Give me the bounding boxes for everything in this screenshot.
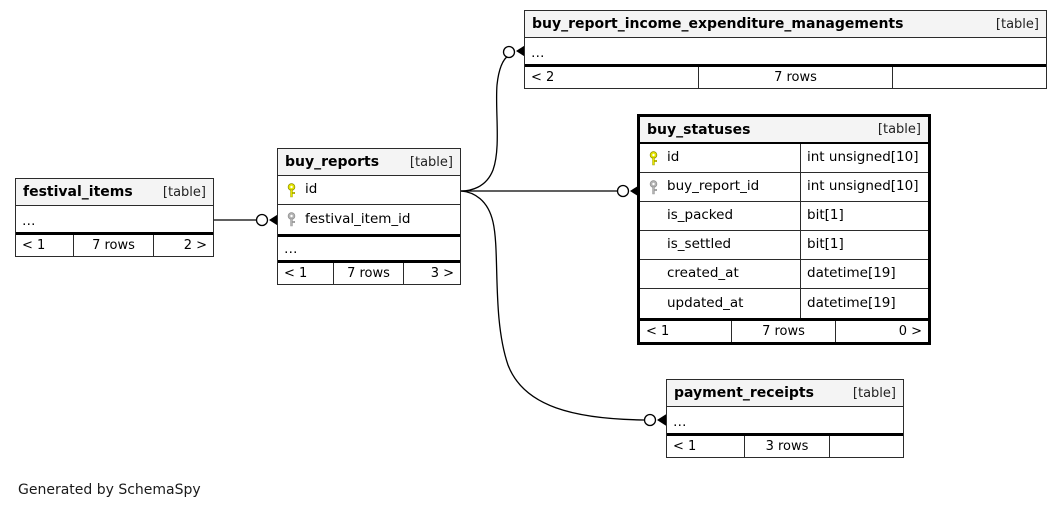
footer-row-count: 7 rows: [732, 321, 836, 342]
table-kind-label: [table]: [409, 154, 453, 170]
table-title: buy_statuses: [647, 121, 751, 138]
table-footer: < 1 7 rows 2 >: [16, 232, 213, 256]
column-name: is_settled: [667, 236, 732, 253]
column-type: int unsigned[10]: [800, 173, 928, 201]
table-festival-items[interactable]: festival_items [table] … < 1 7 rows 2 >: [15, 178, 214, 257]
footer-parents-count: < 1: [667, 436, 745, 457]
table-kind-label: [table]: [852, 385, 896, 401]
column-row[interactable]: is_packed bit[1]: [640, 202, 928, 231]
generated-by-credit: Generated by SchemaSpy: [18, 482, 201, 498]
table-payment-receipts[interactable]: payment_receipts [table] … < 1 3 rows: [666, 379, 904, 458]
primary-key-icon: [647, 150, 660, 166]
column-name-cell: festival_item_id: [278, 205, 460, 234]
footer-children-count: [830, 436, 903, 457]
column-name-cell: buy_report_id: [640, 173, 800, 201]
hidden-columns-ellipsis: …: [525, 38, 1046, 64]
column-name: id: [305, 181, 318, 198]
column-name-cell: id: [278, 176, 460, 204]
table-header: festival_items [table]: [16, 179, 213, 206]
column-row[interactable]: id: [278, 176, 460, 205]
edge-buy-reports-income-expenditure: [460, 53, 512, 192]
column-name: festival_item_id: [305, 210, 411, 227]
table-buy-statuses[interactable]: buy_statuses [table] id int unsi: [637, 114, 931, 345]
foreign-key-icon: [647, 179, 660, 195]
footer-row-count: 7 rows: [334, 263, 404, 284]
table-columns: id festival_item_id: [278, 176, 460, 234]
column-type: datetime[19]: [800, 289, 928, 318]
table-buy-reports[interactable]: buy_reports [table] id: [277, 148, 461, 285]
table-title: buy_report_income_expenditure_management…: [532, 16, 904, 32]
table-header: payment_receipts [table]: [667, 380, 903, 407]
table-title: festival_items: [23, 184, 133, 200]
footer-children-count: 3 >: [430, 266, 454, 281]
table-title: payment_receipts: [674, 385, 814, 401]
primary-key-icon: [285, 182, 298, 198]
column-row[interactable]: buy_report_id int unsigned[10]: [640, 173, 928, 202]
column-name: buy_report_id: [667, 178, 760, 195]
table-footer: < 1 7 rows 3 >: [278, 260, 460, 284]
table-footer: < 2 7 rows: [525, 64, 1046, 88]
table-buy-report-income-expenditure-managements[interactable]: buy_report_income_expenditure_management…: [524, 10, 1047, 89]
footer-row-count: 7 rows: [699, 67, 893, 88]
column-row[interactable]: updated_at datetime[19]: [640, 289, 928, 318]
footer-children-count: [893, 67, 1046, 88]
foreign-key-icon: [285, 212, 298, 227]
footer-row-count: 7 rows: [74, 235, 154, 256]
table-header: buy_report_income_expenditure_management…: [525, 11, 1046, 38]
footer-children-count: 0 >: [898, 324, 922, 339]
column-name-cell: id: [640, 144, 800, 172]
hidden-columns-ellipsis: …: [278, 234, 460, 260]
table-header: buy_statuses [table]: [640, 117, 928, 144]
column-type: datetime[19]: [800, 260, 928, 288]
footer-children-count: 2 >: [183, 238, 207, 253]
table-footer: < 1 7 rows 0 >: [640, 318, 928, 342]
hidden-columns-ellipsis: …: [667, 407, 903, 433]
column-name-cell: created_at: [640, 260, 800, 288]
column-row[interactable]: festival_item_id: [278, 205, 460, 234]
column-row[interactable]: id int unsigned[10]: [640, 144, 928, 173]
table-title: buy_reports: [285, 154, 380, 170]
footer-row-count: 3 rows: [745, 436, 830, 457]
footer-parents-count: < 1: [278, 263, 334, 284]
column-row[interactable]: is_settled bit[1]: [640, 231, 928, 260]
column-type: int unsigned[10]: [800, 144, 928, 172]
column-name: updated_at: [667, 294, 744, 311]
column-name: is_packed: [667, 207, 734, 224]
table-kind-label: [table]: [162, 184, 206, 200]
footer-parents-count: < 1: [16, 235, 74, 256]
column-type: bit[1]: [800, 202, 928, 230]
column-name: id: [667, 149, 680, 166]
footer-parents-count: < 2: [525, 67, 699, 88]
table-header: buy_reports [table]: [278, 149, 460, 176]
hidden-columns-ellipsis: …: [16, 206, 213, 232]
table-columns: id int unsigned[10] buy_report_id: [640, 144, 928, 318]
edge-buy-reports-payment-receipts: [460, 190, 645, 421]
table-kind-label: [table]: [877, 122, 921, 137]
column-name-cell: is_settled: [640, 231, 800, 259]
footer-parents-count: < 1: [640, 321, 732, 342]
column-type: bit[1]: [800, 231, 928, 259]
table-kind-label: [table]: [995, 16, 1039, 32]
column-name: created_at: [667, 265, 739, 282]
column-row[interactable]: created_at datetime[19]: [640, 260, 928, 289]
table-footer: < 1 3 rows: [667, 433, 903, 457]
column-name-cell: updated_at: [640, 289, 800, 318]
column-name-cell: is_packed: [640, 202, 800, 230]
